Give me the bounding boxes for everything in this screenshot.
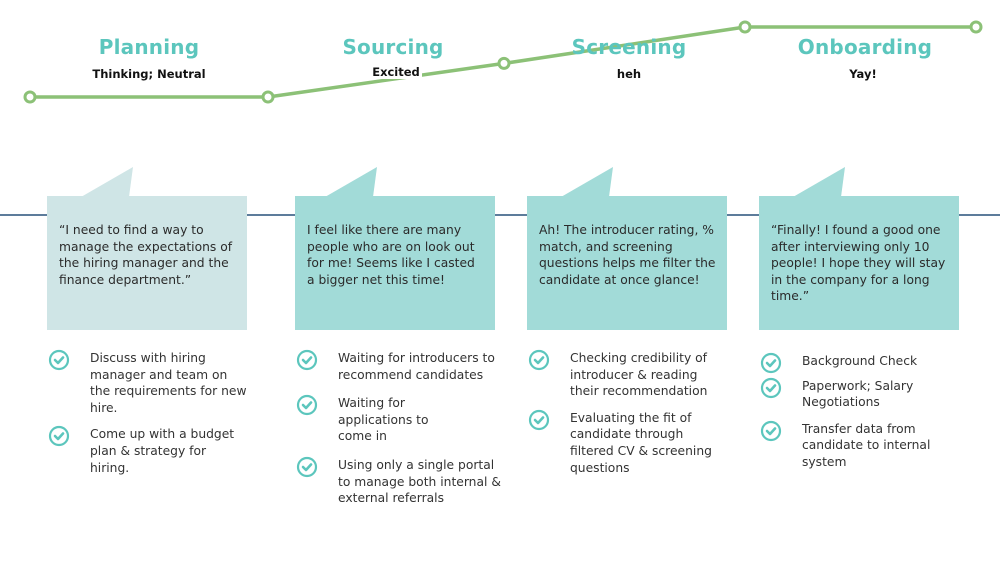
quote-bubble-screening: Ah! The introducer rating, % match, and …: [527, 167, 727, 330]
task-text: Checking credibility of introducer & rea…: [570, 351, 708, 399]
task-text: Discuss with hiring manager and team on …: [90, 351, 247, 415]
quote-text: “I need to find a way to manage the expe…: [59, 223, 233, 287]
task-text: Come up with a budget plan & strategy fo…: [90, 427, 235, 475]
bubble-tail: [325, 167, 377, 197]
check-circle-icon: [296, 395, 318, 416]
task-list-sourcing: Waiting for introducers to recommend can…: [296, 349, 506, 516]
task-item: Checking credibility of introducer & rea…: [528, 349, 728, 400]
check-circle-icon: [760, 377, 782, 398]
stage-mood-onboarding: Yay!: [743, 67, 983, 81]
mood-label: Yay!: [847, 67, 879, 81]
check-circle-icon: [528, 409, 550, 430]
task-text: Transfer data from candidate to internal…: [802, 421, 931, 469]
emotion-point-marker: [23, 90, 37, 104]
check-circle-icon: [760, 420, 782, 441]
check-circle-icon: [296, 456, 318, 478]
task-text: Evaluating the fit of candidate through …: [570, 410, 712, 475]
quote-bubble-onboarding: “Finally! I found a good one after inter…: [759, 167, 959, 330]
task-text: Background Check: [802, 354, 918, 368]
timeline-divider: [0, 214, 1000, 216]
task-item: Using only a single portal to manage bot…: [296, 456, 506, 507]
stage-title-sourcing: Sourcing: [342, 35, 444, 59]
bubble-tail: [561, 167, 613, 197]
task-item: Transfer data from candidate to internal…: [760, 420, 970, 471]
check-circle-icon: [48, 349, 70, 371]
emotion-point-marker: [738, 20, 752, 34]
mood-label: Thinking; Neutral: [90, 67, 208, 81]
check-circle-icon: [48, 426, 70, 447]
emotion-point-marker: [969, 20, 983, 34]
stage-title-planning: Planning: [98, 35, 200, 59]
task-list-planning: Discuss with hiring manager and team on …: [48, 349, 248, 485]
stage-mood-planning: Thinking; Neutral: [29, 67, 269, 81]
task-list-screening: Checking credibility of introducer & rea…: [528, 349, 728, 485]
task-item: Come up with a budget plan & strategy fo…: [48, 426, 248, 476]
check-circle-icon: [760, 352, 782, 374]
stage-title-screening: Screening: [571, 35, 687, 59]
check-circle-icon: [296, 349, 318, 371]
task-text: Using only a single portal to manage bot…: [338, 457, 501, 506]
quote-text: “Finally! I found a good one after inter…: [771, 223, 946, 304]
stage-mood-sourcing: Excited: [276, 65, 516, 79]
mood-label: heh: [614, 67, 644, 81]
task-item: Paperwork; Salary Negotiations: [760, 377, 970, 411]
task-item: Background Check: [760, 352, 970, 374]
check-circle-icon: [528, 349, 550, 371]
quote-text: Ah! The introducer rating, % match, and …: [539, 223, 716, 287]
mood-label: Excited: [370, 65, 422, 79]
task-item: Discuss with hiring manager and team on …: [48, 349, 248, 416]
task-text: Paperwork; Salary Negotiations: [802, 378, 914, 410]
emotion-point-marker: [261, 90, 275, 104]
quote-bubble-planning: “I need to find a way to manage the expe…: [47, 167, 247, 330]
quote-text: I feel like there are many people who ar…: [307, 223, 475, 287]
stage-title-onboarding: Onboarding: [797, 35, 933, 59]
bubble-tail: [793, 167, 845, 197]
quote-bubble-sourcing: I feel like there are many people who ar…: [295, 167, 495, 330]
task-text: Waiting for applications to come in: [338, 396, 429, 444]
task-item: Waiting for applications to come in: [296, 395, 506, 445]
task-item: Evaluating the fit of candidate through …: [528, 409, 728, 476]
task-text: Waiting for introducers to recommend can…: [338, 351, 495, 382]
stage-mood-screening: heh: [509, 67, 749, 81]
task-item: Waiting for introducers to recommend can…: [296, 349, 506, 383]
task-list-onboarding: Background Check Paperwork; Salary Negot…: [760, 352, 970, 480]
bubble-tail: [81, 167, 133, 197]
